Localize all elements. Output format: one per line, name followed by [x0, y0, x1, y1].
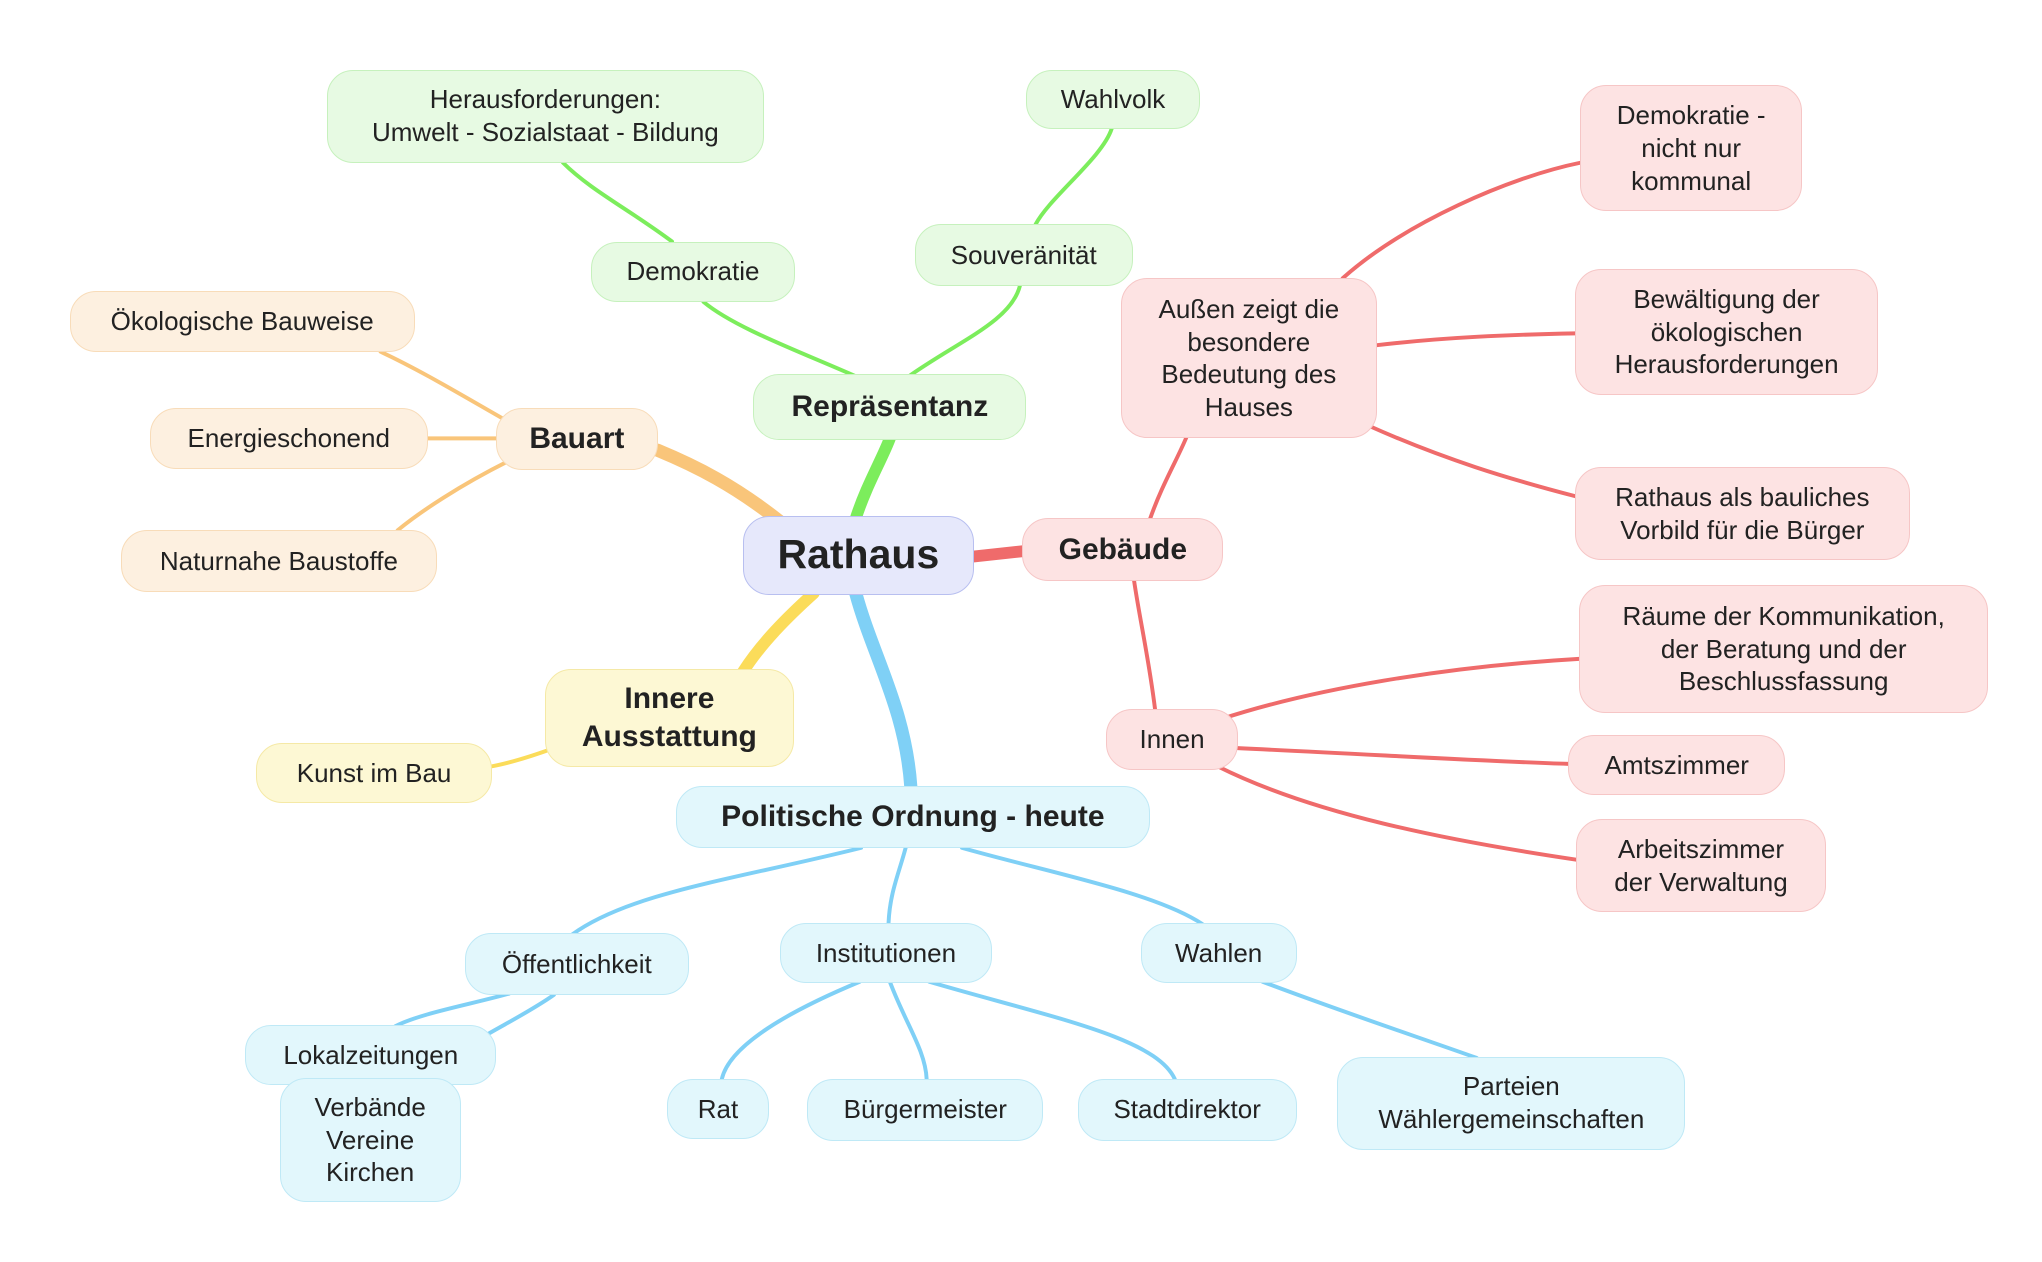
- topic-node-oekologische-bauweise[interactable]: Ökologische Bauweise: [69, 291, 415, 352]
- branch-node-gebaeude[interactable]: Gebäude: [1022, 518, 1224, 582]
- connector-gebaeude-to-aussen: [1147, 435, 1189, 522]
- topic-node-wahlvolk[interactable]: Wahlvolk: [1026, 69, 1200, 129]
- topic-node-rat[interactable]: Rat: [666, 1078, 770, 1140]
- topic-node-lokalzeitungen[interactable]: Lokalzeitungen: [245, 1025, 497, 1086]
- topic-node-herausforderungen[interactable]: Herausforderungen: Umwelt - Sozialstaat …: [326, 69, 764, 163]
- branch-node-innere-ausstattung[interactable]: Innere Ausstattung: [544, 669, 795, 767]
- topic-node-vorbild[interactable]: Rathaus als bauliches Vorbild für die Bü…: [1575, 467, 1910, 561]
- connector-repraesentanz-to-demokratie: [701, 299, 862, 380]
- topic-node-naturnahe-baustoffe[interactable]: Naturnahe Baustoffe: [120, 530, 438, 592]
- connector-innen-to-arbeitszimmer: [1216, 764, 1579, 862]
- connector-wahlen-to-parteien: [1260, 979, 1479, 1060]
- topic-node-stadtdirektor[interactable]: Stadtdirektor: [1077, 1078, 1297, 1141]
- topic-node-souveraenitaet[interactable]: Souveränität: [914, 224, 1133, 287]
- connector-institutionen-to-rat: [719, 979, 862, 1081]
- connector-innen-to-amtszimmer: [1235, 746, 1571, 766]
- connector-aussen-to-bewaeltigung: [1374, 331, 1577, 348]
- topic-node-amtszimmer[interactable]: Amtszimmer: [1568, 735, 1785, 796]
- connector-institutionen-to-stadtdirektor: [927, 979, 1177, 1081]
- connector-politische-ordnung-to-wahlen: [960, 845, 1205, 926]
- topic-node-kunst-im-bau[interactable]: Kunst im Bau: [255, 742, 493, 804]
- topic-node-institutionen[interactable]: Institutionen: [779, 922, 993, 984]
- connector-rathaus-to-politische-ordnung: [849, 586, 918, 795]
- connector-innere-ausstattung-to-kunst-im-bau: [488, 746, 556, 769]
- branch-node-bauart[interactable]: Bauart: [496, 408, 658, 470]
- connector-bauart-to-naturnahe-baustoffe: [395, 458, 512, 533]
- branch-node-repraesentanz[interactable]: Repräsentanz: [753, 374, 1027, 440]
- topic-node-verbaende[interactable]: Verbände Vereine Kirchen: [279, 1077, 461, 1203]
- topic-node-wahlen[interactable]: Wahlen: [1140, 922, 1297, 984]
- topic-node-buergermeister[interactable]: Bürgermeister: [807, 1078, 1044, 1141]
- topic-node-demokratie[interactable]: Demokratie: [590, 241, 796, 302]
- connector-aussen-to-demokratie-kommunal: [1340, 160, 1583, 281]
- connector-politische-ordnung-to-institutionen: [886, 845, 908, 925]
- topic-node-energieschonend[interactable]: Energieschonend: [149, 408, 428, 469]
- connector-politische-ordnung-to-oeffentlichkeit: [570, 845, 863, 937]
- connector-oeffentlichkeit-to-lokalzeitungen: [393, 991, 512, 1029]
- topic-node-demokratie-kommunal[interactable]: Demokratie - nicht nur kommunal: [1580, 85, 1803, 212]
- connector-rathaus-to-repraesentanz: [849, 432, 896, 525]
- topic-node-parteien[interactable]: Parteien Wählergemeinschaften: [1337, 1056, 1686, 1150]
- topic-node-raeume[interactable]: Räume der Kommunikation, der Beratung un…: [1578, 585, 1989, 713]
- connector-bauart-to-oekologische-bauweise: [378, 349, 508, 422]
- connector-demokratie-to-herausforderungen: [561, 160, 674, 244]
- topic-node-bewaeltigung[interactable]: Bewältigung der ökologischen Herausforde…: [1575, 269, 1879, 396]
- connector-souveraenitaet-to-wahlvolk: [1033, 126, 1114, 227]
- connector-rathaus-to-innere-ausstattung: [736, 587, 820, 678]
- topic-node-oeffentlichkeit[interactable]: Öffentlichkeit: [464, 933, 690, 995]
- connector-rathaus-to-gebaeude: [967, 545, 1029, 563]
- topic-node-arbeitszimmer[interactable]: Arbeitszimmer der Verwaltung: [1576, 819, 1826, 913]
- connector-repraesentanz-to-souveraenitaet: [906, 284, 1022, 379]
- connector-oeffentlichkeit-to-verbaende: [481, 992, 556, 1039]
- root-node-rathaus[interactable]: Rathaus: [742, 515, 974, 595]
- connector-aussen-to-vorbild: [1365, 423, 1577, 499]
- connector-innen-to-raeume: [1218, 656, 1581, 722]
- connector-gebaeude-to-innen: [1132, 578, 1157, 711]
- topic-node-aussen[interactable]: Außen zeigt die besondere Bedeutung des …: [1120, 278, 1377, 439]
- branch-node-politische-ordnung[interactable]: Politische Ordnung - heute: [675, 786, 1150, 848]
- connector-institutionen-to-buergermeister: [887, 979, 929, 1081]
- topic-node-innen[interactable]: Innen: [1106, 708, 1238, 771]
- connector-rathaus-to-bauart: [651, 443, 788, 529]
